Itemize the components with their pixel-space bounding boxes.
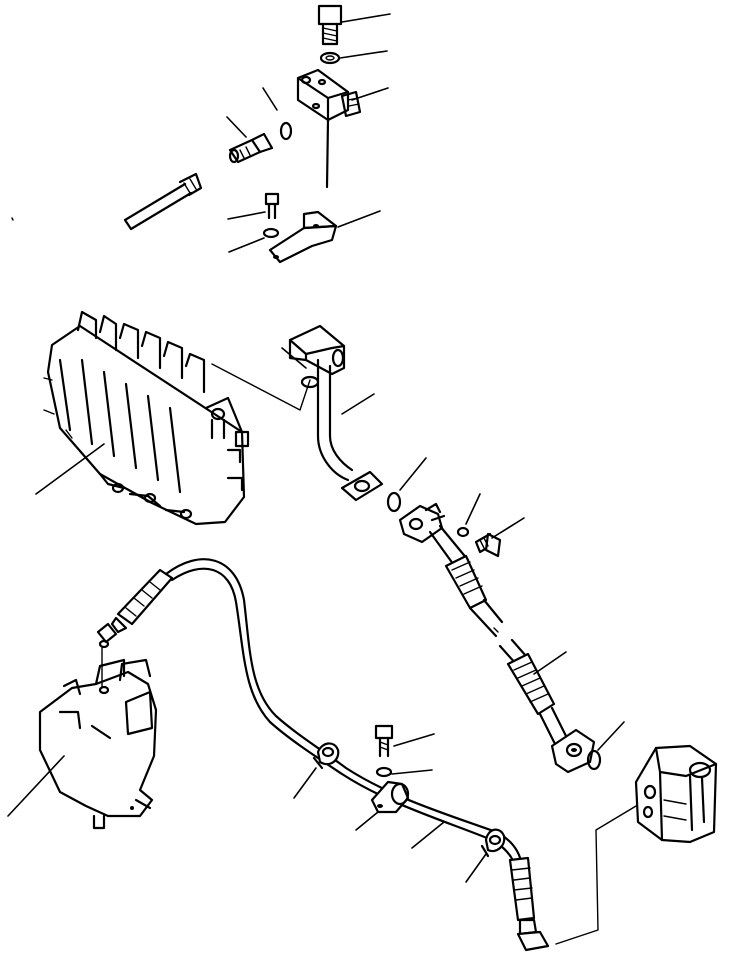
clamp-bracket-washer <box>377 768 391 776</box>
clamp-left-leader <box>294 768 316 798</box>
washer-leader <box>466 494 480 524</box>
pump-leader <box>8 756 64 816</box>
clamp-bolt-leader <box>394 734 434 746</box>
top-block <box>298 70 360 120</box>
pump-connector <box>98 624 116 647</box>
long-hose-leader <box>412 822 444 848</box>
clamp-bracket-bolt <box>376 726 392 756</box>
bracket-washer <box>264 229 278 237</box>
top-pipe <box>125 174 201 229</box>
clamp-washer-leader <box>392 770 432 774</box>
valve-block <box>636 746 716 842</box>
clamp-right <box>482 830 504 856</box>
bracket <box>270 212 336 262</box>
hose-lower-flange <box>552 730 594 772</box>
lower-o-ring-leader <box>598 722 624 750</box>
control-valve-leader <box>36 444 104 494</box>
valve-to-tube-link <box>212 364 310 410</box>
pump <box>40 660 156 828</box>
top-bolt <box>319 6 341 44</box>
hose-flange-washer <box>458 528 468 536</box>
top-o-ring <box>281 123 291 139</box>
hose-leader <box>534 652 566 674</box>
block-centerline <box>327 120 328 187</box>
bracket-bolt <box>266 194 278 218</box>
tube-flange-o-ring <box>388 493 400 511</box>
clamp-right-leader <box>466 854 486 882</box>
clamp-bracket-leader <box>356 812 378 830</box>
valve-block-link <box>556 806 636 944</box>
control-valve <box>44 312 248 524</box>
flange-o-ring-leader <box>400 458 426 490</box>
bolt-leader <box>492 518 524 538</box>
hose-flange-bolt <box>476 534 500 556</box>
hose-lower-o-ring <box>588 751 600 769</box>
clamp-left <box>314 743 338 768</box>
long-hose <box>112 559 548 950</box>
tube-o-ring-upper-leader <box>282 348 306 368</box>
top-spring-washer <box>321 53 339 63</box>
hose-upper-flange <box>400 504 444 542</box>
hose <box>430 526 566 746</box>
tube-leader <box>342 394 374 414</box>
top-connector <box>230 134 272 162</box>
tube-o-ring-upper <box>302 377 318 387</box>
top-leaders <box>12 14 390 252</box>
tube <box>290 326 382 500</box>
